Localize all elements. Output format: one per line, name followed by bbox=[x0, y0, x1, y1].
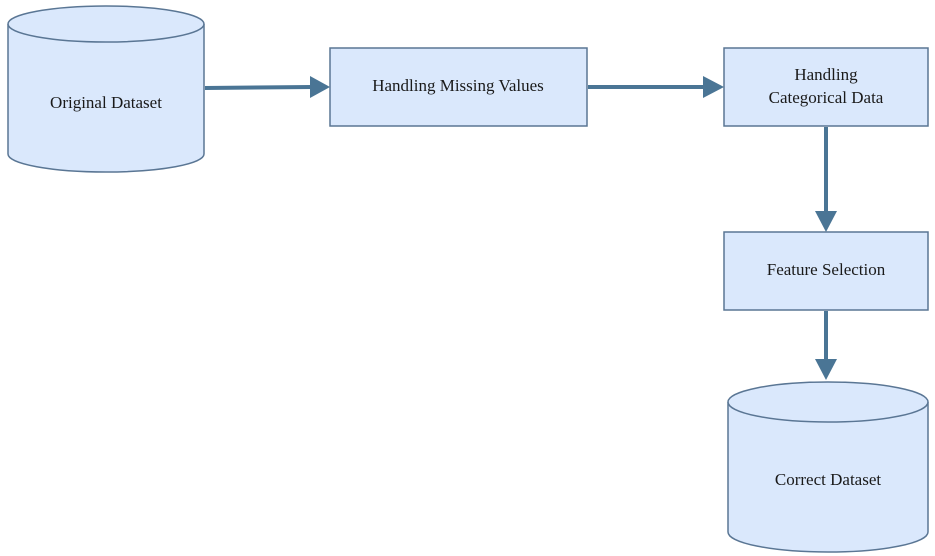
handling-missing-values-box bbox=[329, 47, 588, 127]
handling-categorical-data-label-line1: Handling bbox=[794, 65, 858, 84]
handling-categorical-data-node: Handling Categorical Data bbox=[723, 47, 929, 127]
arrow-feature-to-correct bbox=[815, 311, 837, 380]
correct-dataset-label: Correct Dataset bbox=[775, 470, 881, 489]
feature-selection-node: Feature Selection bbox=[723, 231, 929, 311]
handling-categorical-data-box bbox=[723, 47, 929, 127]
original-dataset-node: Original Dataset bbox=[7, 5, 205, 173]
original-dataset-cylinder-top bbox=[7, 5, 205, 43]
original-dataset-label: Original Dataset bbox=[50, 93, 162, 112]
arrow-categorical-to-feature bbox=[815, 127, 837, 232]
handling-categorical-data-label-line2: Categorical Data bbox=[769, 88, 884, 107]
handling-missing-values-label: Handling Missing Values bbox=[372, 76, 544, 95]
original-dataset-cylinder bbox=[7, 24, 205, 173]
feature-selection-box bbox=[723, 231, 929, 311]
correct-dataset-node: Correct Dataset bbox=[727, 381, 929, 553]
correct-dataset-cylinder-top bbox=[727, 381, 929, 423]
arrow-missing-to-categorical bbox=[588, 76, 724, 98]
correct-dataset-cylinder bbox=[727, 402, 929, 553]
feature-selection-label: Feature Selection bbox=[767, 260, 886, 279]
arrow-original-to-missing bbox=[204, 76, 330, 98]
handling-missing-values-node: Handling Missing Values bbox=[329, 47, 588, 127]
